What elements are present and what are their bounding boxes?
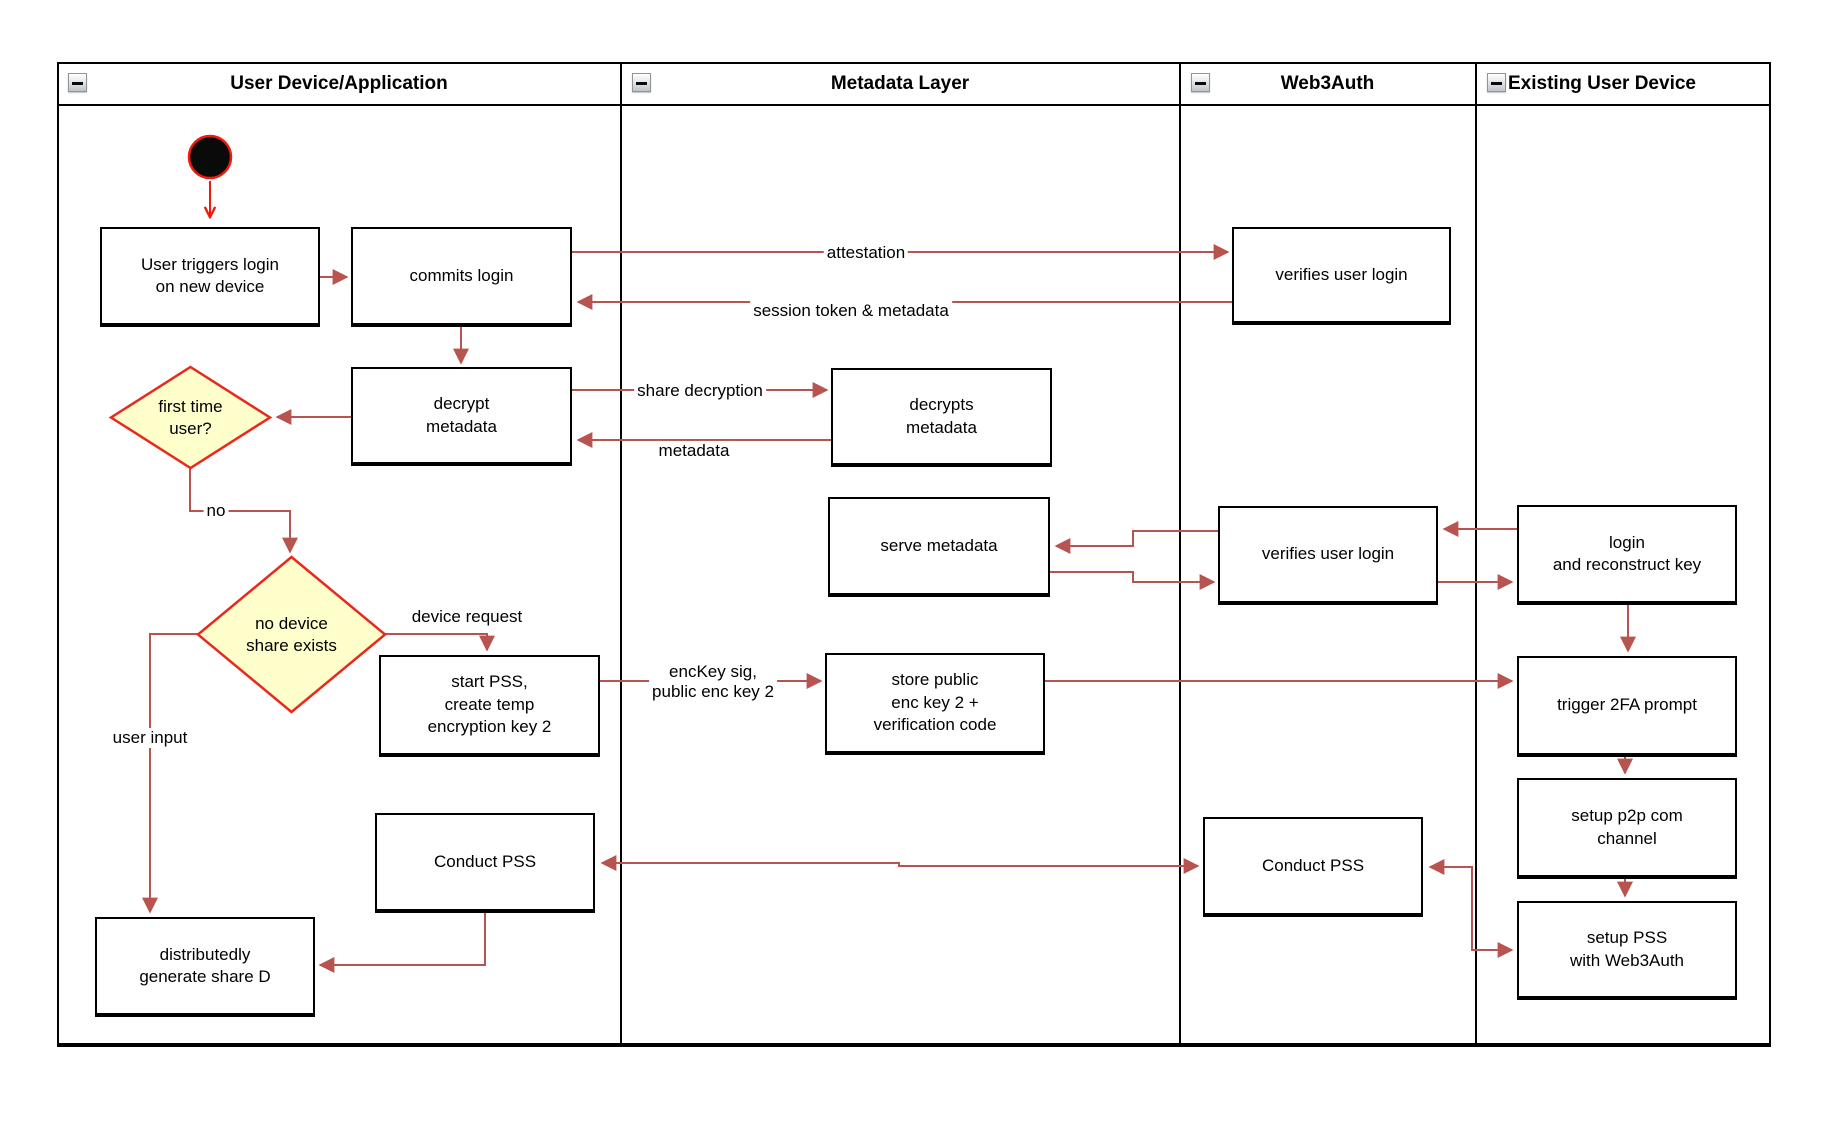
lane-separator-2	[1179, 62, 1181, 1047]
node-verifies-user-login-1: verifies user login	[1232, 227, 1451, 325]
collapse-lane-button[interactable]	[632, 73, 651, 92]
lane-title-web3auth: Web3Auth	[1280, 73, 1375, 94]
node-decrypt-metadata: decrypt metadata	[351, 367, 572, 466]
collapse-lane-button[interactable]	[1191, 73, 1210, 92]
lane-title-metadata-layer: Metadata Layer	[830, 73, 970, 94]
collapse-lane-button[interactable]	[1487, 73, 1506, 92]
lane-title-existing-user-device: Existing User Device	[1508, 73, 1696, 94]
decision-first-time-user-label: first time user?	[158, 396, 223, 438]
edge-label-enckey-sig: encKey sig, public enc key 2	[649, 661, 777, 703]
node-setup-pss-web3auth: setup PSS with Web3Auth	[1517, 901, 1737, 1000]
minus-icon	[72, 82, 83, 85]
node-user-triggers-login: User triggers login on new device	[100, 227, 320, 327]
node-verifies-user-login-2: verifies user login	[1218, 506, 1438, 605]
decision-no-device-share-label: no device share exists	[246, 613, 337, 655]
edge-label-session-token: session token & metadata	[750, 300, 952, 322]
node-distributedly-generate: distributedly generate share D	[95, 917, 315, 1017]
node-conduct-pss-device: Conduct PSS	[375, 813, 595, 913]
node-start-pss: start PSS, create temp encryption key 2	[379, 655, 600, 757]
edge-label-metadata: metadata	[655, 440, 733, 462]
edge-label-device-request: device request	[408, 606, 526, 628]
node-commits-login: commits login	[351, 227, 572, 327]
minus-icon	[1491, 82, 1502, 85]
edge-label-attestation: attestation	[823, 242, 909, 264]
node-conduct-pss-web3auth: Conduct PSS	[1203, 817, 1423, 917]
node-trigger-2fa-prompt: trigger 2FA prompt	[1517, 656, 1737, 757]
node-setup-p2p-channel: setup p2p com channel	[1517, 778, 1737, 879]
node-store-public-enc-key: store public enc key 2 + verification co…	[825, 653, 1045, 755]
edge-label-share-decryption: share decryption	[634, 380, 766, 402]
edge-label-no: no	[203, 500, 229, 522]
edge-label-user-input: user input	[109, 727, 191, 749]
collapse-lane-button[interactable]	[68, 73, 87, 92]
lane-separator-3	[1475, 62, 1477, 1047]
node-login-reconstruct-key: login and reconstruct key	[1517, 505, 1737, 605]
lane-separator-1	[620, 62, 622, 1047]
node-serve-metadata: serve metadata	[828, 497, 1050, 597]
minus-icon	[636, 82, 647, 85]
lane-title-user-device: User Device/Application	[230, 73, 448, 94]
lane-header-divider	[57, 104, 1771, 106]
node-decrypts-metadata: decrypts metadata	[831, 368, 1052, 467]
minus-icon	[1195, 82, 1206, 85]
